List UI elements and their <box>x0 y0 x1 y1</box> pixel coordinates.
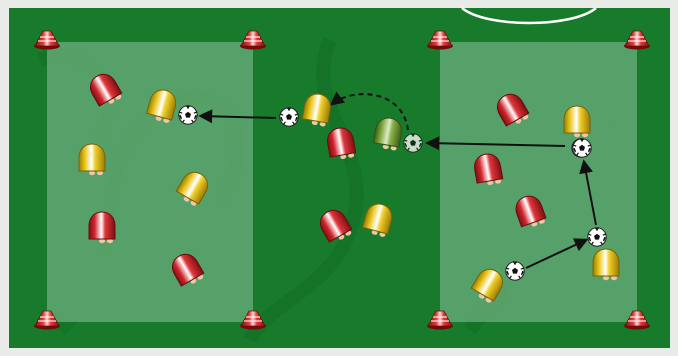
soccer-ball-icon <box>179 106 197 124</box>
right-zone <box>440 42 637 322</box>
player-yellow <box>593 249 619 280</box>
soccer-ball-icon <box>573 139 591 157</box>
player-yellow <box>564 106 590 137</box>
soccer-ball-icon <box>404 134 422 152</box>
player-red <box>89 212 115 243</box>
soccer-ball-icon <box>280 108 298 126</box>
soccer-ball-icon <box>588 228 606 246</box>
left-zone <box>47 42 253 322</box>
soccer-ball-icon <box>506 262 524 280</box>
player-yellow <box>79 144 105 175</box>
